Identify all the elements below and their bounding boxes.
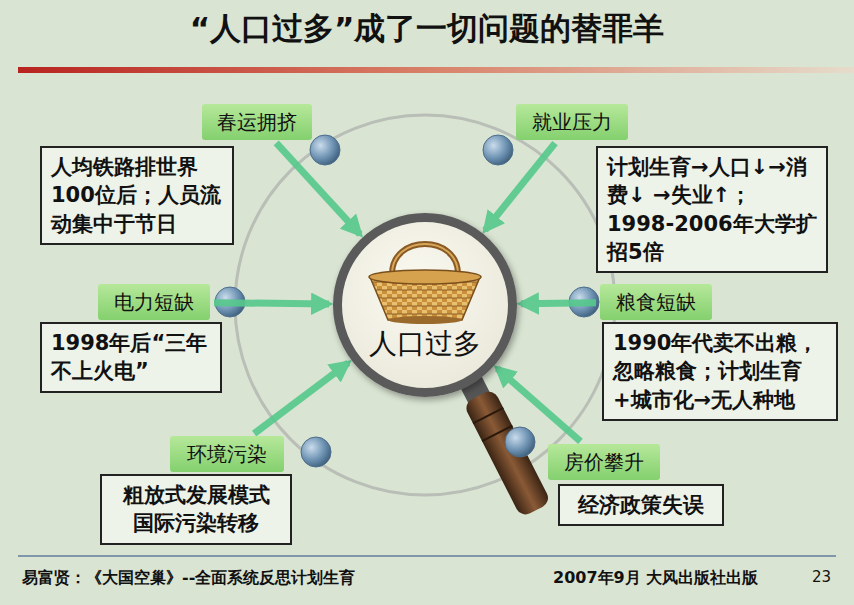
arrow-connector (276, 143, 360, 234)
problem-label: 电力短缺 (98, 284, 210, 320)
note-text: 经济政策失误 (569, 491, 713, 519)
problem-label: 就业压力 (516, 104, 628, 140)
arrow-connector (497, 368, 580, 441)
footer-text: 2007年9月 大风出版社出版 (553, 568, 758, 589)
note-text: 人均铁路排世界100位后；人员流动集中于节日 (51, 153, 223, 238)
problem-label: 春运拥挤 (202, 104, 312, 140)
problem-label: 粮食短缺 (600, 284, 712, 320)
label-text: 房价攀升 (554, 449, 654, 476)
note-box: 人均铁路排世界100位后；人员流动集中于节日 (40, 146, 234, 245)
basket-illustration (342, 222, 508, 388)
slide-title: “人口过多”成了一切问题的替罪羊 (0, 8, 854, 50)
label-text: 电力短缺 (104, 289, 204, 316)
arrow-connector (214, 303, 329, 304)
problem-label: 房价攀升 (548, 444, 660, 480)
note-box: 经济政策失误 (558, 484, 724, 526)
magnifier-handle (455, 372, 552, 518)
footer-text: 易富贤：《大国空巢》--全面系统反思计划生育 (22, 568, 355, 589)
problem-label: 环境污染 (170, 436, 284, 472)
label-text: 粮食短缺 (606, 289, 706, 316)
note-text: 计划生育→人口↓→消费↓ →失业↑；1998-2006年大学扩招5倍 (607, 153, 817, 266)
page-number: 23 (812, 568, 831, 586)
note-box: 1998年后“三年不上火电” (40, 322, 222, 393)
note-box: 1990年代卖不出粮，忽略粮食；计划生育+城市化→无人种地 (602, 322, 838, 421)
note-box: 计划生育→人口↓→消费↓ →失业↑；1998-2006年大学扩招5倍 (596, 146, 828, 273)
title-rule (18, 67, 854, 73)
center-text: 人口过多 (342, 325, 508, 363)
note-text: 1998年后“三年不上火电” (51, 329, 211, 386)
arrow-connector (485, 143, 555, 230)
footer-rule (18, 555, 836, 557)
note-box: 粗放式发展模式 国际污染转移 (100, 474, 292, 545)
note-text: 粗放式发展模式 国际污染转移 (111, 481, 281, 538)
label-text: 环境污染 (176, 441, 278, 468)
arrow-connector (254, 363, 348, 434)
note-text: 1990年代卖不出粮，忽略粮食；计划生育+城市化→无人种地 (613, 329, 827, 414)
label-text: 春运拥挤 (208, 109, 306, 136)
label-text: 就业压力 (522, 109, 622, 136)
arrow-connector (521, 299, 596, 307)
magnifier-lens: 人口过多 (333, 213, 517, 397)
